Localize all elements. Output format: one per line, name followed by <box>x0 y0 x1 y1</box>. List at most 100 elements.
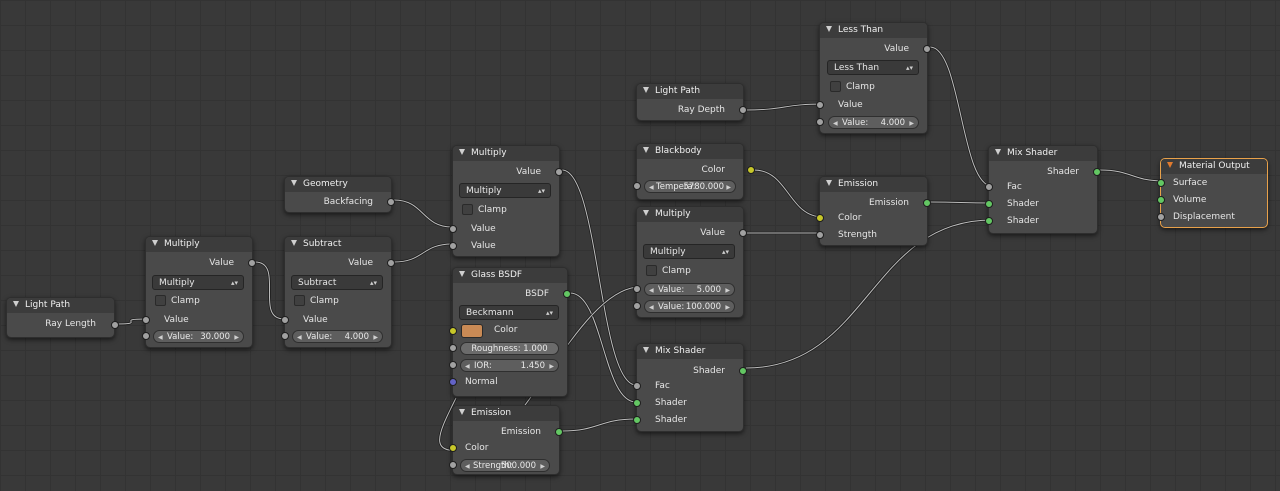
node-header[interactable]: Light Path <box>637 84 743 99</box>
output-socket-ray-length[interactable] <box>111 321 119 329</box>
node-light-path-ray-length[interactable]: Light Path Ray Length <box>6 297 119 338</box>
strength-field[interactable]: ◀Strength:500.000▶ <box>460 459 550 472</box>
color-swatch[interactable] <box>461 324 483 338</box>
node-header[interactable]: Emission <box>453 406 559 421</box>
collapse-triangle-icon[interactable] <box>826 179 832 186</box>
value-field[interactable]: ◀Value:4.000▶ <box>828 116 919 129</box>
roughness-slider[interactable]: Roughness: 1.000 <box>460 342 559 355</box>
input-socket-surface[interactable] <box>1157 179 1165 187</box>
node-material-output[interactable]: Material Output Surface Volume Displacem… <box>1157 158 1268 228</box>
decrement-arrow-icon[interactable]: ◀ <box>649 304 654 311</box>
ior-field[interactable]: ◀IOR:1.450▶ <box>460 359 559 372</box>
node-less-than[interactable]: Less Than Value Less Than▴▾ Clamp Value … <box>816 22 931 134</box>
output-socket-shader[interactable] <box>739 367 747 375</box>
node-header[interactable]: Geometry <box>285 177 391 192</box>
collapse-triangle-icon[interactable] <box>291 179 297 186</box>
input-socket-value[interactable] <box>142 316 150 324</box>
decrement-arrow-icon[interactable]: ◀ <box>297 334 302 341</box>
collapse-triangle-icon[interactable] <box>13 300 19 307</box>
decrement-arrow-icon[interactable]: ◀ <box>649 287 654 294</box>
input-socket-color[interactable] <box>449 327 457 335</box>
input-socket-shader-2[interactable] <box>633 416 641 424</box>
value-field-2[interactable]: ◀Value:100.000▶ <box>644 300 735 313</box>
output-socket-ray-depth[interactable] <box>739 106 747 114</box>
operation-dropdown[interactable]: Multiply▴▾ <box>152 275 244 290</box>
increment-arrow-icon[interactable]: ▶ <box>234 334 239 341</box>
node-multiply-1[interactable]: Multiply Value Multiply▴▾ Clamp Value ◀V… <box>142 236 256 348</box>
input-socket-value-1[interactable] <box>449 225 457 233</box>
output-socket-value[interactable] <box>923 45 931 53</box>
output-socket-bsdf[interactable] <box>563 290 571 298</box>
output-socket-color[interactable] <box>747 166 755 174</box>
operation-dropdown[interactable]: Less Than▴▾ <box>827 60 919 75</box>
input-socket-shader-1[interactable] <box>985 200 993 208</box>
value-field[interactable]: ◀Value:30.000▶ <box>153 330 244 343</box>
input-socket-fac[interactable] <box>985 183 993 191</box>
increment-arrow-icon[interactable]: ▶ <box>725 304 730 311</box>
input-socket-value[interactable] <box>281 316 289 324</box>
input-socket-strength[interactable] <box>816 231 824 239</box>
checkbox-box[interactable] <box>462 204 473 215</box>
node-header[interactable]: Less Than <box>820 23 927 38</box>
input-socket-strength[interactable] <box>449 461 457 469</box>
checkbox-box[interactable] <box>830 81 841 92</box>
output-socket-backfacing[interactable] <box>387 198 395 206</box>
output-socket-shader[interactable] <box>1093 168 1101 176</box>
clamp-checkbox[interactable]: Clamp <box>830 80 875 94</box>
input-socket-temperature[interactable] <box>633 182 641 190</box>
output-socket-emission[interactable] <box>923 199 931 207</box>
input-socket-fac[interactable] <box>633 382 641 390</box>
collapse-triangle-icon[interactable] <box>459 270 465 277</box>
collapse-triangle-icon[interactable] <box>1167 161 1173 168</box>
output-socket-value[interactable] <box>555 168 563 176</box>
collapse-triangle-icon[interactable] <box>643 209 649 216</box>
node-multiply-3[interactable]: Multiply Value Multiply▴▾ Clamp ◀Value:5… <box>633 206 747 318</box>
collapse-triangle-icon[interactable] <box>643 86 649 93</box>
node-header[interactable]: Mix Shader <box>637 344 743 359</box>
clamp-checkbox[interactable]: Clamp <box>462 203 507 217</box>
node-mix-shader-1[interactable]: Mix Shader Shader Fac Shader Shader <box>633 343 747 432</box>
operation-dropdown[interactable]: Multiply▴▾ <box>459 183 551 198</box>
increment-arrow-icon[interactable]: ▶ <box>373 334 378 341</box>
output-socket-value[interactable] <box>387 259 395 267</box>
node-header[interactable]: Light Path <box>7 298 114 313</box>
value-field-1[interactable]: ◀Value:5.000▶ <box>644 283 735 296</box>
checkbox-box[interactable] <box>646 265 657 276</box>
node-header[interactable]: Blackbody <box>637 144 743 159</box>
decrement-arrow-icon[interactable]: ◀ <box>833 120 838 127</box>
operation-dropdown[interactable]: Subtract▴▾ <box>291 275 383 290</box>
distribution-dropdown[interactable]: Beckmann▴▾ <box>459 305 559 320</box>
collapse-triangle-icon[interactable] <box>459 148 465 155</box>
collapse-triangle-icon[interactable] <box>643 146 649 153</box>
node-header[interactable]: Multiply <box>637 207 743 222</box>
input-socket-shader-1[interactable] <box>633 399 641 407</box>
increment-arrow-icon[interactable]: ▶ <box>726 184 731 191</box>
input-socket-volume[interactable] <box>1157 196 1165 204</box>
node-glass-bsdf[interactable]: Glass BSDF BSDF Beckmann▴▾ Color Roughne… <box>449 267 571 397</box>
input-socket-normal[interactable] <box>449 378 457 386</box>
clamp-checkbox[interactable]: Clamp <box>155 294 200 308</box>
value-field[interactable]: ◀Value:4.000▶ <box>292 330 383 343</box>
node-header[interactable]: Emission <box>820 177 927 192</box>
input-socket-value-2[interactable] <box>449 242 457 250</box>
node-emission-2[interactable]: Emission Emission Color Strength <box>816 176 931 246</box>
input-socket-displacement[interactable] <box>1157 213 1165 221</box>
checkbox-box[interactable] <box>155 295 166 306</box>
input-socket-color[interactable] <box>449 444 457 452</box>
input-socket-value-field[interactable] <box>142 332 150 340</box>
temperature-field[interactable]: ◀Tempera:5780.000▶ <box>644 180 736 193</box>
node-header[interactable]: Material Output <box>1161 159 1267 174</box>
increment-arrow-icon[interactable]: ▶ <box>540 463 545 470</box>
checkbox-box[interactable] <box>294 295 305 306</box>
node-header[interactable]: Multiply <box>453 146 559 161</box>
increment-arrow-icon[interactable]: ▶ <box>549 363 554 370</box>
input-socket-ior[interactable] <box>449 361 457 369</box>
input-socket-roughness[interactable] <box>449 344 457 352</box>
node-header[interactable]: Glass BSDF <box>453 268 567 283</box>
node-mix-shader-2[interactable]: Mix Shader Shader Fac Shader Shader <box>985 145 1101 234</box>
node-multiply-2[interactable]: Multiply Value Multiply▴▾ Clamp Value Va… <box>449 145 563 257</box>
input-socket-color[interactable] <box>816 214 824 222</box>
collapse-triangle-icon[interactable] <box>459 408 465 415</box>
increment-arrow-icon[interactable]: ▶ <box>725 287 730 294</box>
increment-arrow-icon[interactable]: ▶ <box>909 120 914 127</box>
